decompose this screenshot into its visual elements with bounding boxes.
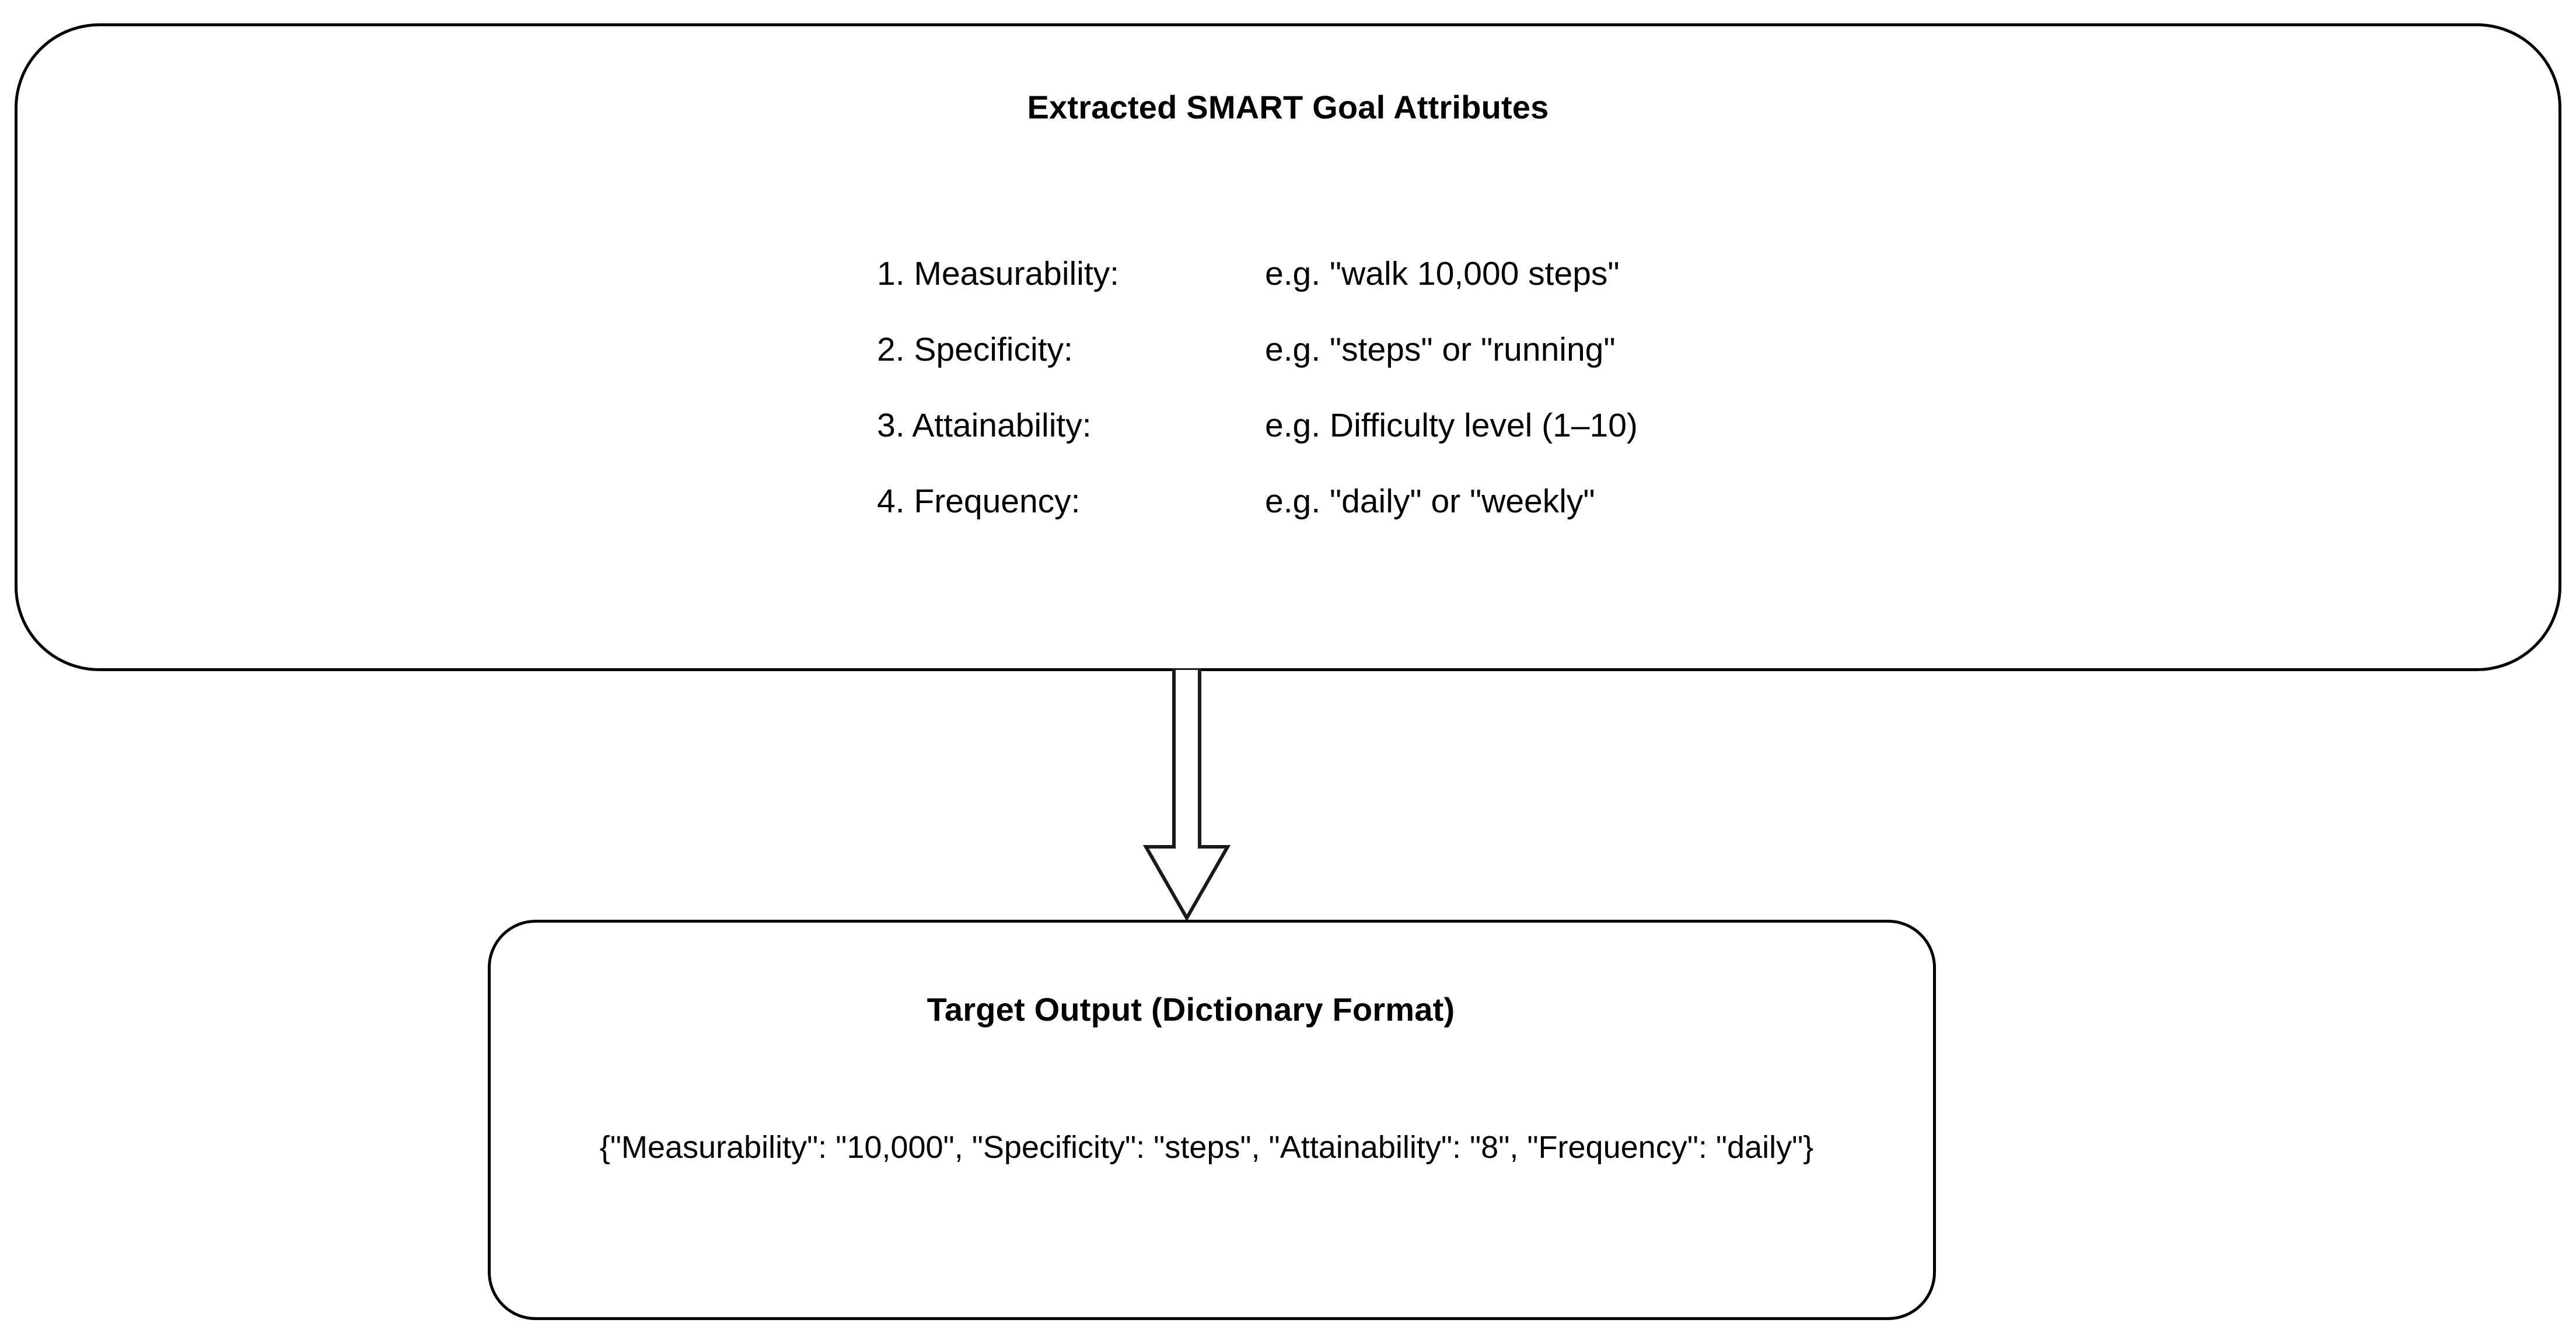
list-item: 3. Attainability: e.g. Difficulty level … <box>877 404 2161 480</box>
attribute-example-attainability: e.g. Difficulty level (1–10) <box>1265 407 1638 444</box>
attribute-example-specificity: e.g. "steps" or "running" <box>1265 331 1616 368</box>
attribute-example-frequency: e.g. "daily" or "weekly" <box>1265 483 1595 520</box>
list-item: 1. Measurability: e.g. "walk 10,000 step… <box>877 252 2161 328</box>
attribute-label-frequency: 4. Frequency: <box>877 483 1081 520</box>
attribute-example-measurability: e.g. "walk 10,000 steps" <box>1265 255 1620 292</box>
list-item: 2. Specificity: e.g. "steps" or "running… <box>877 328 2161 404</box>
attribute-label-specificity: 2. Specificity: <box>877 331 1073 368</box>
attribute-label-measurability: 1. Measurability: <box>877 255 1120 292</box>
attribute-list: 1. Measurability: e.g. "walk 10,000 step… <box>877 252 2161 556</box>
dictionary-output-text: {"Measurability": "10,000", "Specificity… <box>599 1130 1814 1165</box>
attributes-box-title: Extracted SMART Goal Attributes <box>1027 89 1549 125</box>
down-block-arrow-icon <box>1142 668 1236 923</box>
list-item: 4. Frequency: e.g. "daily" or "weekly" <box>877 480 2161 556</box>
output-node-box <box>488 920 1936 1320</box>
attributes-node-box <box>15 23 2561 671</box>
output-box-title: Target Output (Dictionary Format) <box>927 991 1455 1028</box>
attribute-label-attainability: 3. Attainability: <box>877 407 1092 444</box>
